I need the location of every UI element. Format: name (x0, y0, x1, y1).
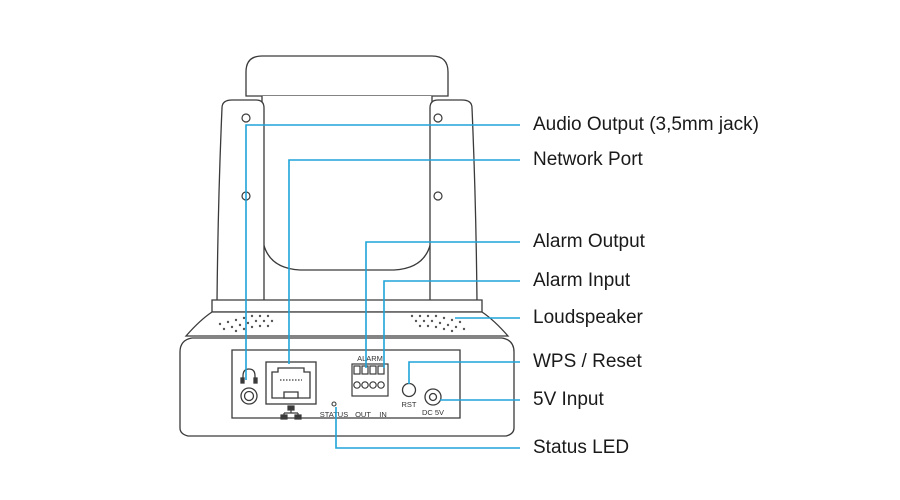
label-alarm-output: Alarm Output (533, 231, 645, 252)
leader-lines (245, 124, 520, 449)
audio-jack (240, 387, 258, 405)
rst-text: RST (402, 400, 417, 409)
screw (433, 113, 443, 123)
leader-audio-output (245, 124, 520, 380)
leader-alarm-output (365, 241, 520, 368)
label-loudspeaker: Loudspeaker (533, 307, 643, 328)
label-status-led: Status LED (533, 437, 630, 458)
left-arm (216, 99, 265, 303)
leader-network-port (288, 159, 520, 364)
label-network-port: Network Port (533, 149, 643, 170)
speaker-grille-right (410, 314, 466, 333)
headphone-icon (240, 368, 258, 384)
alarm-terminal (351, 363, 389, 397)
label-alarm-input: Alarm Input (533, 270, 631, 291)
lens-housing (245, 55, 449, 97)
status-text: STATUS (320, 410, 348, 419)
dc-jack (424, 388, 442, 406)
leader-wps-reset (408, 361, 520, 384)
leader-alarm-input (383, 280, 520, 368)
lens-dome (261, 96, 433, 271)
alarm-in-text: IN (379, 410, 387, 419)
base-upper (184, 311, 510, 337)
label-5v-input: 5V Input (533, 389, 604, 410)
screw (433, 191, 443, 201)
dc5v-text: DC 5V (422, 408, 444, 417)
reset-button (401, 382, 417, 398)
camera-body (179, 55, 515, 437)
network-icon (280, 405, 302, 420)
speaker-grille-left (218, 314, 274, 333)
status-led (331, 401, 337, 407)
base-shoulder (211, 299, 483, 313)
alarm-text: ALARM (357, 354, 383, 363)
leader-status-led (335, 407, 520, 449)
right-arm (429, 99, 478, 303)
alarm-out-text: OUT (355, 410, 371, 419)
label-wps-reset: WPS / Reset (533, 351, 642, 372)
label-audio-output: Audio Output (3,5mm jack) (533, 114, 759, 135)
ethernet-port (265, 361, 317, 405)
screw (241, 113, 251, 123)
